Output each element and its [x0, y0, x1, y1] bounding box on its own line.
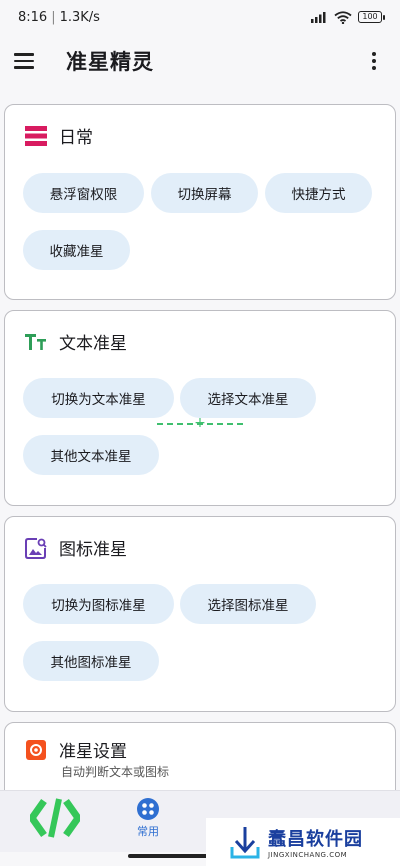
more-vert-icon[interactable]	[362, 46, 386, 76]
icon-card-title: 图标准星	[59, 540, 127, 560]
image-search-icon	[25, 537, 47, 559]
daily-card-header: 日常	[25, 123, 93, 148]
list-icon	[25, 125, 47, 146]
chip-switch-screen[interactable]: 切换屏幕	[151, 173, 258, 213]
text-format-icon	[25, 333, 46, 350]
crosshair-center-icon: +	[194, 415, 206, 431]
chip-favorite-crosshair[interactable]: 收藏准星	[23, 230, 130, 270]
watermark-logo-icon	[230, 827, 260, 859]
app-title: 准星精灵	[66, 50, 154, 74]
daily-card: 日常 悬浮窗权限 切换屏幕 快捷方式 收藏准星	[4, 104, 396, 300]
chip-switch-to-icon-crosshair[interactable]: 切换为图标准星	[23, 584, 174, 624]
status-time: 8:16	[18, 9, 48, 25]
home-indicator	[128, 854, 272, 858]
signal-icon	[311, 12, 326, 23]
chip-shortcut[interactable]: 快捷方式	[265, 173, 372, 213]
text-card-header: 文本准星	[25, 329, 127, 354]
chip-other-text-crosshair[interactable]: 其他文本准星	[23, 435, 159, 475]
battery-level: 100	[362, 12, 378, 21]
nav-item-common[interactable]: 常用	[136, 797, 160, 839]
watermark-subtitle: JINGXINCHANG.COM	[268, 851, 348, 859]
chip-float-window-permission[interactable]: 悬浮窗权限	[23, 173, 144, 213]
battery-icon: 100	[358, 11, 385, 23]
chip-select-text-crosshair[interactable]: 选择文本准星	[180, 378, 316, 418]
app-bar: 准星精灵	[0, 34, 400, 88]
crosshair-line[interactable]	[157, 423, 243, 425]
watermark-text: 蠢昌软件园 JINGXINCHANG.COM	[268, 825, 363, 859]
nav-item-left[interactable]	[30, 795, 80, 841]
text-crosshair-card: 文本准星 切换为文本准星 选择文本准星 其他文本准星	[4, 310, 396, 506]
icon-crosshair-card: 图标准星 切换为图标准星 选择图标准星 其他图标准星	[4, 516, 396, 712]
status-separator: |	[51, 9, 56, 25]
network-speed: 1.3K/s	[59, 9, 100, 25]
apps-dots-icon	[137, 798, 159, 820]
status-bar: 8:16 | 1.3K/s 100	[0, 0, 400, 34]
daily-card-title: 日常	[59, 128, 93, 148]
text-card-title: 文本准星	[59, 334, 127, 354]
settings-card-subtitle: 自动判断文本或图标	[61, 765, 170, 779]
site-watermark: 蠢昌软件园 JINGXINCHANG.COM	[206, 818, 400, 866]
code-logo-icon	[30, 798, 80, 838]
chip-other-icon-crosshair[interactable]: 其他图标准星	[23, 641, 159, 681]
icon-card-header: 图标准星	[25, 535, 127, 560]
settings-card-header: 准星设置	[25, 737, 127, 762]
nav-label-common: 常用	[137, 825, 159, 838]
settings-card-title: 准星设置	[59, 742, 127, 762]
wifi-icon	[334, 10, 352, 24]
settings-icon	[26, 739, 46, 760]
chip-switch-to-text-crosshair[interactable]: 切换为文本准星	[23, 378, 174, 418]
hamburger-menu-icon[interactable]	[14, 46, 44, 76]
status-icons: 100	[310, 10, 385, 24]
chip-select-icon-crosshair[interactable]: 选择图标准星	[180, 584, 316, 624]
watermark-title: 蠢昌软件园	[268, 829, 363, 850]
